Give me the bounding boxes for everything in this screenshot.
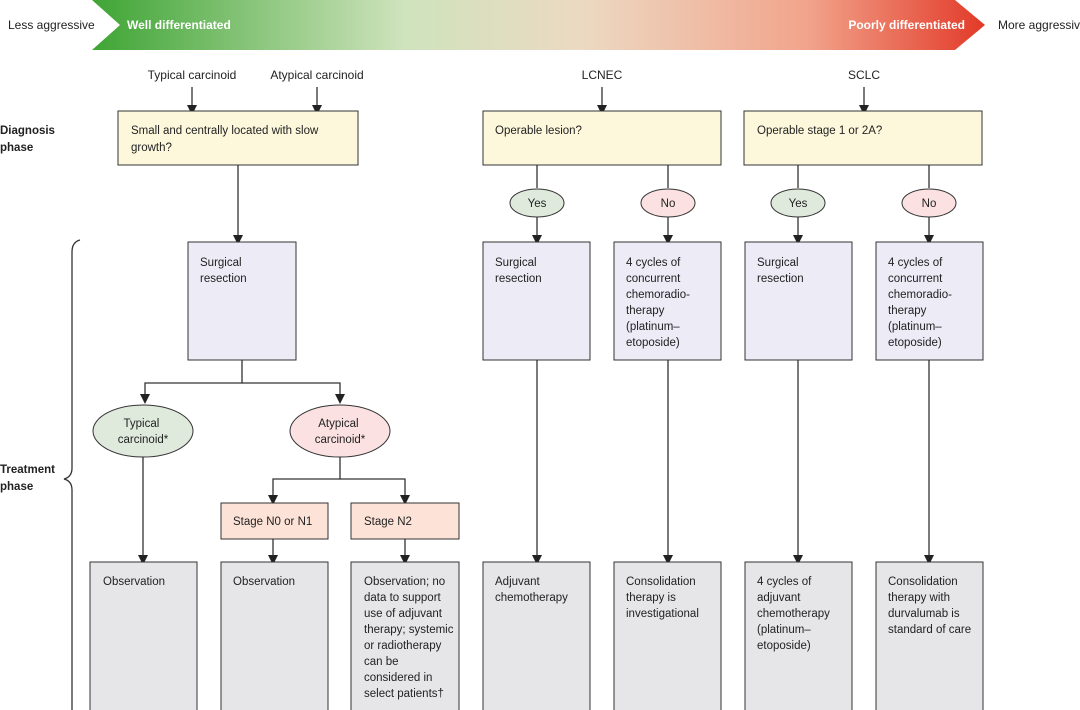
- poorly-differentiated-label: Poorly differentiated: [848, 18, 965, 32]
- n2-observation-box: [350, 561, 460, 710]
- arrow-atypical-to-n2: [340, 478, 410, 505]
- lcnec-adjuvant-text: Adjuvant chemotherapy: [495, 576, 568, 604]
- diagnosis-phase-label: Diagnosis phase: [0, 125, 58, 154]
- arrow-surgery-to-atypical: [242, 382, 345, 404]
- lcnec-consolidation-text: Consolidation therapy is investigational: [626, 576, 699, 620]
- typical-observation-text: Observation: [103, 576, 165, 588]
- differentiation-scale-arrow: [92, 0, 985, 50]
- less-aggressive-label: Less aggressive: [8, 18, 95, 32]
- lcnec-chemo-box: [613, 241, 722, 361]
- well-differentiated-label: Well differentiated: [127, 18, 231, 32]
- sclc-surgery-box: [744, 241, 853, 361]
- lcnec-diagnosis-text: Operable lesion?: [495, 125, 582, 137]
- lcnec-chemo-text: 4 cycles of concurrent chemoradio- thera…: [626, 257, 693, 349]
- lcnec-surgery-text: Surgical resection: [495, 257, 542, 285]
- typical-carcinoid-oval: [92, 404, 194, 458]
- stage-n0n1-box: [220, 502, 329, 540]
- sclc-surgery-text: Surgical resection: [757, 257, 804, 285]
- lcnec-surgery-box: [482, 241, 591, 361]
- typical-carcinoid-oval-text: Typical carcinoid*: [118, 418, 169, 446]
- arrow-atypical-to-n0n1: [268, 457, 341, 505]
- sclc-diagnosis-text: Operable stage 1 or 2A?: [757, 125, 882, 137]
- sclc-no-text: No: [922, 198, 937, 210]
- atypical-carcinoid-oval-text: Atypical carcinoid*: [315, 418, 366, 446]
- typical-observation-box: [89, 561, 198, 710]
- stage-n0n1-text: Stage N0 or N1: [233, 516, 312, 528]
- sclc-yes-text: Yes: [789, 198, 808, 210]
- sclc-consolidation-box: [875, 561, 984, 710]
- lcnec-adjuvant-box: [482, 561, 591, 710]
- n2-observation-text: Observation; no data to support use of a…: [364, 576, 457, 700]
- carcinoid-diagnosis-box: [117, 110, 359, 166]
- sclc-adjuvant-text: 4 cycles of adjuvant chemotherapy (plati…: [757, 576, 833, 652]
- more-aggressive-label: More aggressive: [998, 18, 1080, 32]
- atypical-carcinoid-label: Atypical carcinoid: [270, 68, 363, 82]
- sclc-diagnosis-box: [743, 110, 983, 166]
- lcnec-yes-text: Yes: [528, 198, 547, 210]
- sclc-adjuvant-box: [744, 561, 853, 710]
- arrow-surgery-to-typical: [140, 360, 243, 404]
- n0n1-observation-text: Observation: [233, 576, 295, 588]
- sclc-chemo-box: [875, 241, 984, 361]
- sclc-consolidation-text: Consolidation therapy with durvalumab is…: [888, 576, 971, 636]
- lcnec-diagnosis-box: [482, 110, 722, 166]
- carcinoid-diagnosis-text: Small and centrally located with slow gr…: [131, 125, 321, 154]
- sclc-chemo-text: 4 cycles of concurrent chemoradio- thera…: [888, 257, 955, 349]
- carcinoid-surgery-text: Surgical resection: [200, 257, 247, 285]
- sclc-label: SCLC: [848, 68, 880, 82]
- treatment-phase-brace: [63, 239, 81, 710]
- stage-n2-text: Stage N2: [364, 516, 412, 528]
- atypical-carcinoid-oval: [289, 404, 391, 458]
- lcnec-no-text: No: [661, 198, 676, 210]
- carcinoid-surgery-box: [187, 241, 297, 361]
- stage-n2-box: [350, 502, 460, 540]
- n0n1-observation-box: [220, 561, 329, 710]
- lcnec-label: LCNEC: [582, 68, 623, 82]
- treatment-phase-label: Treatment phase: [0, 464, 58, 493]
- lcnec-consolidation-box: [613, 561, 722, 710]
- typical-carcinoid-label: Typical carcinoid: [148, 68, 237, 82]
